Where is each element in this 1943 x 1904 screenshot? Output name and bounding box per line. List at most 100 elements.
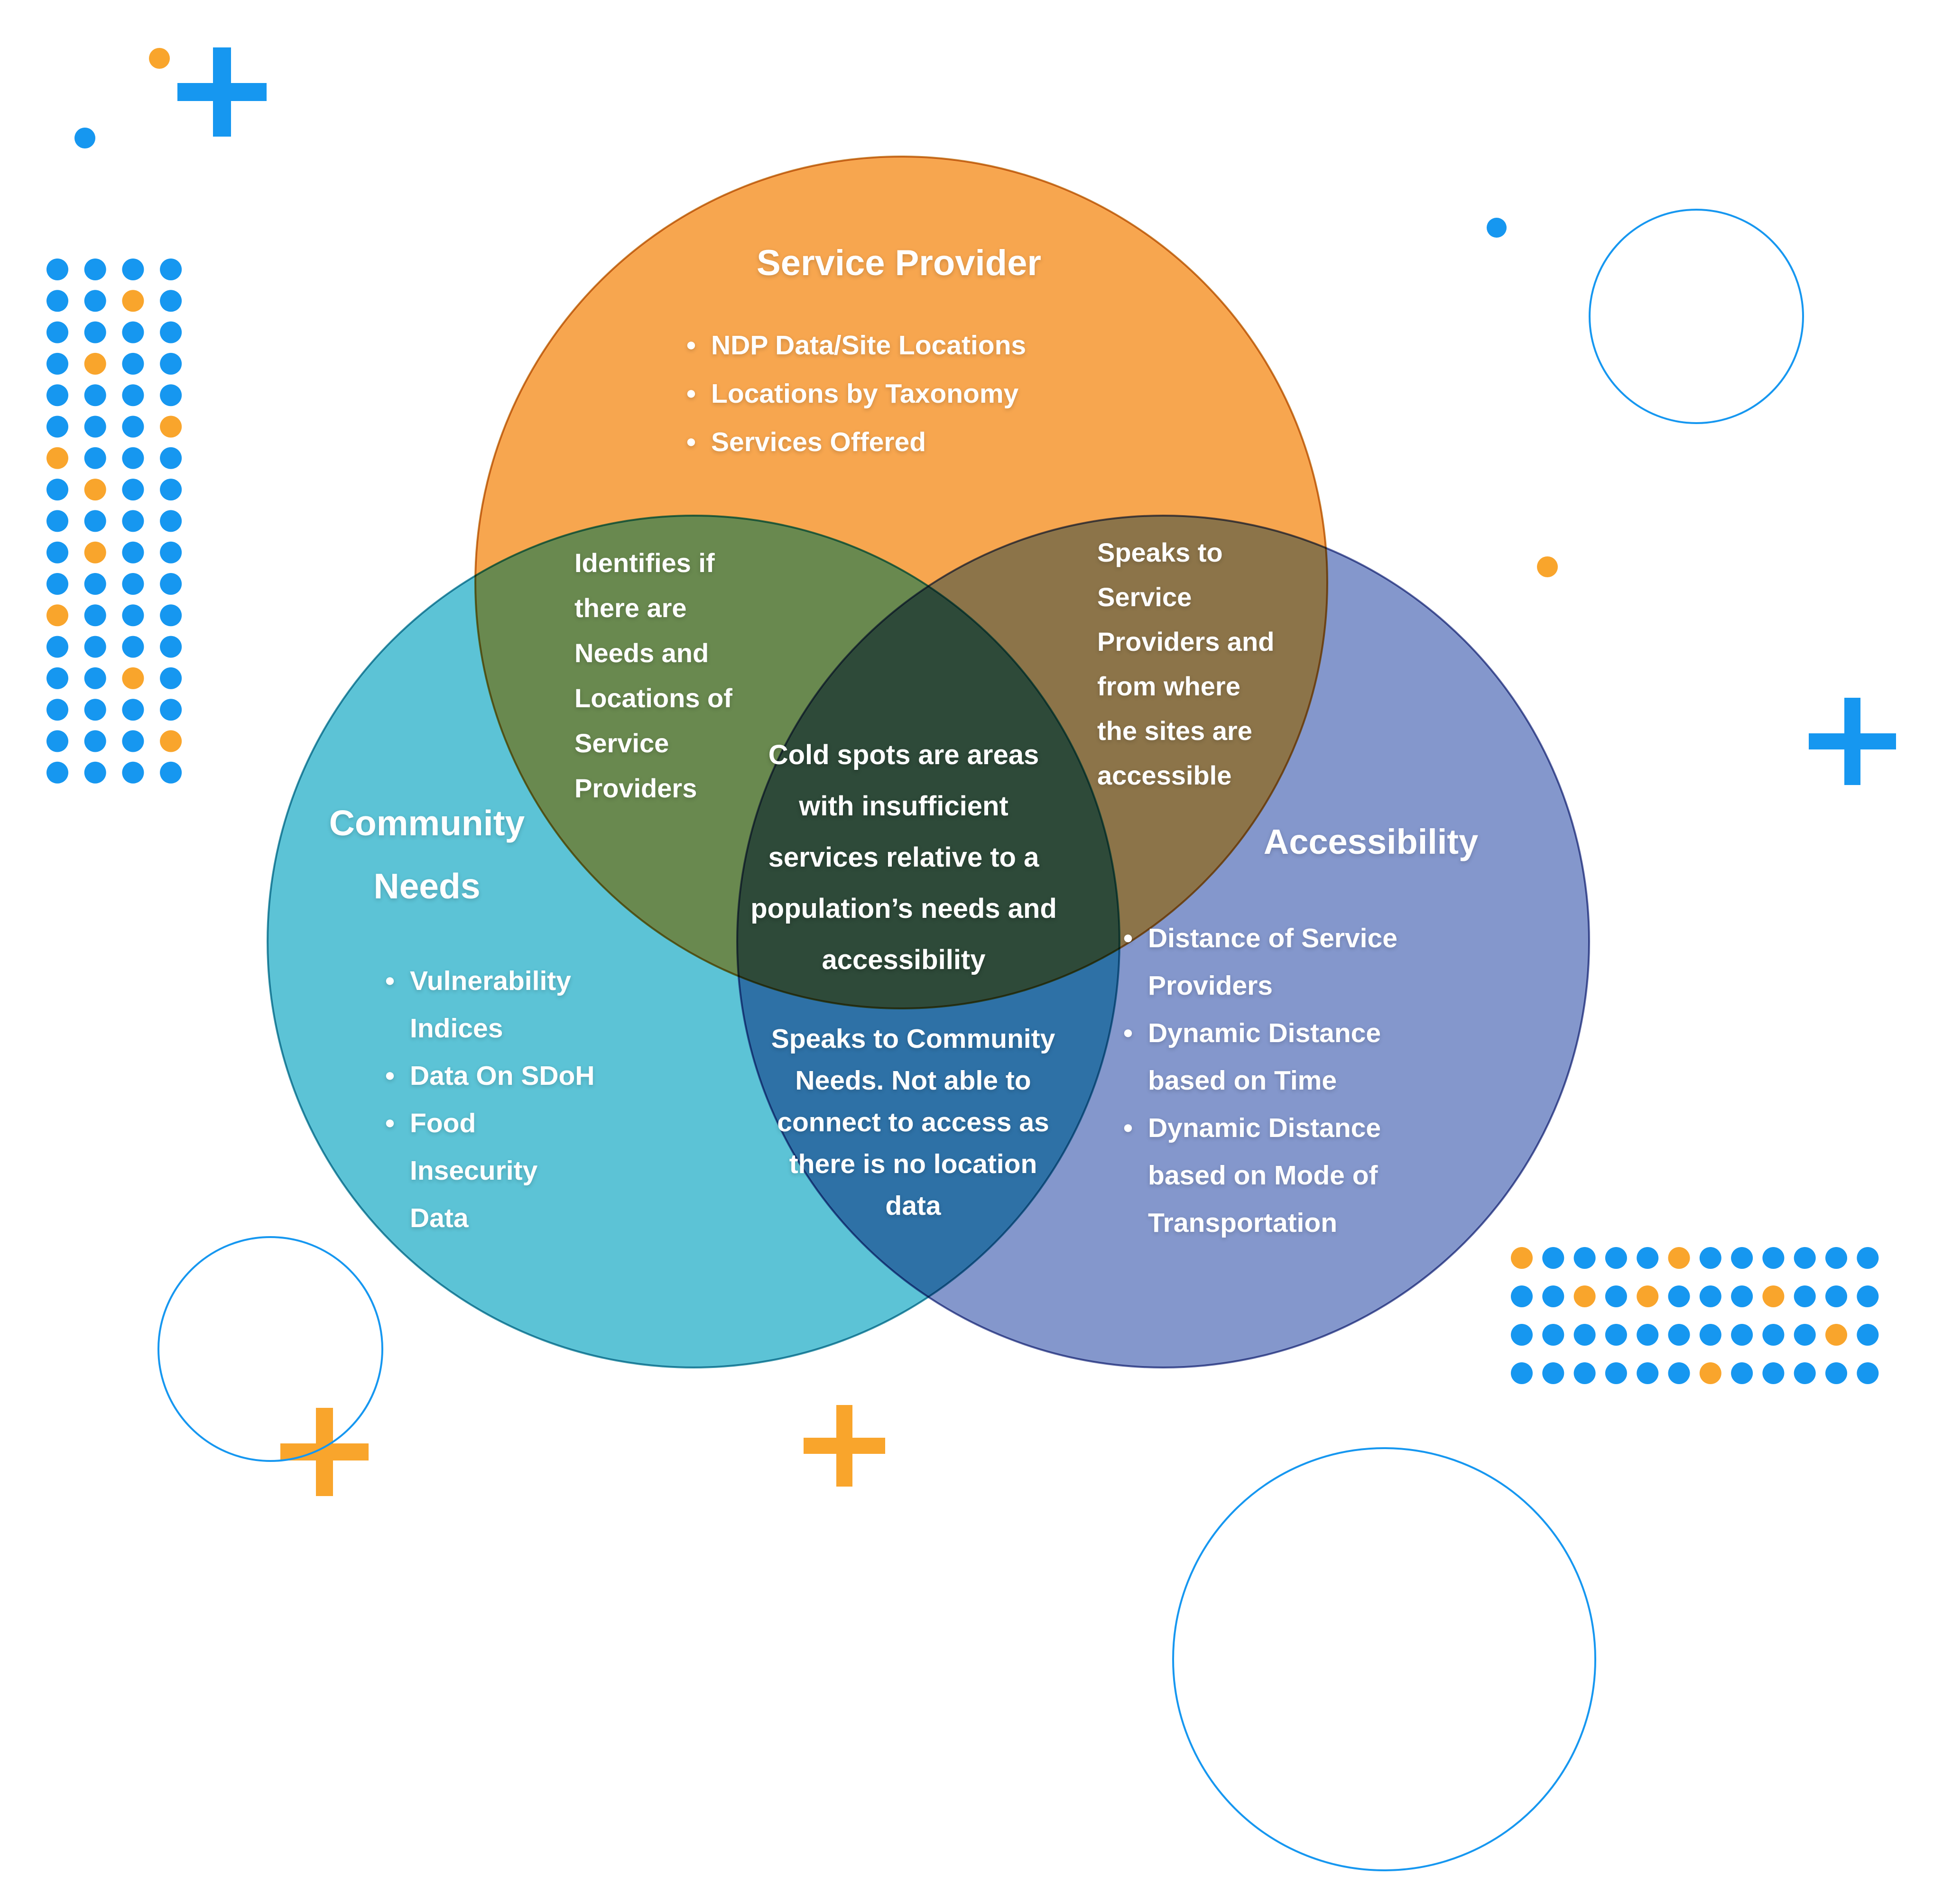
text-line: Providers [574,773,697,803]
grid-dot [122,604,144,627]
grid-dot [1511,1362,1533,1384]
grid-dot [1857,1285,1879,1307]
text-line: population’s needs and [750,893,1057,924]
grid-dot [1668,1285,1690,1307]
grid-dot [84,667,106,689]
grid-dot [122,667,144,689]
text-line: Indices [410,1013,503,1044]
grid-dot [160,352,182,375]
text-line: Locations by Taxonomy [711,379,1019,409]
plus-right-icon [1809,698,1896,785]
grid-dot [46,730,68,752]
text-line: Needs [373,866,481,906]
grid-dot [1542,1362,1564,1384]
left-dot-grid [46,259,182,784]
grid-dot [1605,1247,1627,1269]
grid-dot [160,321,182,343]
grid-dot [1762,1362,1785,1384]
grid-dot [1605,1285,1627,1307]
overlap-center-region [737,516,1120,1008]
grid-dot [1857,1324,1879,1346]
grid-dot [1825,1247,1847,1269]
grid-dot [1511,1285,1533,1307]
text-line: Data On SDoH [410,1061,595,1091]
grid-dot [46,416,68,438]
grid-dot [1762,1247,1785,1269]
accessibility-title: Accessibility [1263,822,1479,861]
grid-dot [1699,1285,1721,1307]
text-line: Cold spots are areas [768,739,1039,770]
dot-right-blue [1487,218,1507,238]
grid-dot [46,290,68,312]
grid-dot [1762,1324,1785,1346]
grid-dot [84,290,106,312]
grid-dot [160,636,182,658]
grid-dot [122,761,144,784]
text-line: Dynamic Distance [1148,1113,1381,1143]
grid-dot [1762,1285,1785,1307]
text-line: with insufficient [799,791,1009,822]
grid-dot [84,604,106,627]
service-provider-bullet-list: NDP Data/Site LocationsLocations by Taxo… [686,321,1113,466]
text-line: accessible [1097,760,1232,790]
community-needs-bullet-list: VulnerabilityIndicesData On SDoHFood Ins… [385,957,608,1242]
grid-dot [160,573,182,595]
grid-dot [122,699,144,721]
grid-dot [160,761,182,784]
grid-dot [84,447,106,469]
grid-dot [1542,1285,1564,1307]
grid-dot [160,604,182,627]
grid-dot [160,730,182,752]
outline-circle-top-right [1589,209,1804,424]
grid-dot [1825,1362,1847,1384]
grid-dot [1542,1247,1564,1269]
text-line: Needs. Not able to [795,1065,1031,1096]
text-line: Vulnerability [410,966,571,996]
grid-dot [160,259,182,280]
grid-dot [46,636,68,658]
grid-dot [1573,1285,1596,1307]
grid-dot [1699,1362,1721,1384]
grid-dot [46,604,68,627]
grid-dot [46,447,68,469]
grid-dot [1605,1324,1627,1346]
text-line: Data [410,1203,469,1233]
grid-dot [84,352,106,375]
decor-layer [46,47,1896,1871]
grid-dot [84,416,106,438]
grid-dot [46,667,68,689]
grid-dot [1511,1247,1533,1269]
service-provider-title: Service Provider [757,243,1041,283]
list-item: Locations by Taxonomy [686,370,1113,418]
grid-dot [46,541,68,564]
grid-dot [1731,1247,1753,1269]
grid-dot [122,290,144,312]
grid-dot [46,699,68,721]
grid-dot [46,259,68,280]
grid-dot [84,761,106,784]
text-line: NDP Data/Site Locations [711,330,1027,360]
grid-dot [122,447,144,469]
grid-dot [122,259,144,280]
grid-dot [122,636,144,658]
accessibility-circle-outline [736,515,1590,1368]
grid-dot [84,730,106,752]
grid-dot [84,259,106,280]
grid-dot [1731,1362,1753,1384]
grid-dot [1511,1324,1533,1346]
dot-top-left-blue [74,128,95,148]
grid-dot [160,447,182,469]
grid-dot [1637,1247,1659,1269]
text-line: Locations of [574,683,732,713]
text-line: Speaks to Community [771,1024,1055,1054]
grid-dot [1794,1324,1816,1346]
grid-dot [1857,1362,1879,1384]
text-line: Identifies if [574,548,715,578]
text-line: Needs and [574,638,709,668]
grid-dot [1731,1324,1753,1346]
outline-circle-bottom-left [157,1236,383,1462]
grid-dot [122,321,144,343]
